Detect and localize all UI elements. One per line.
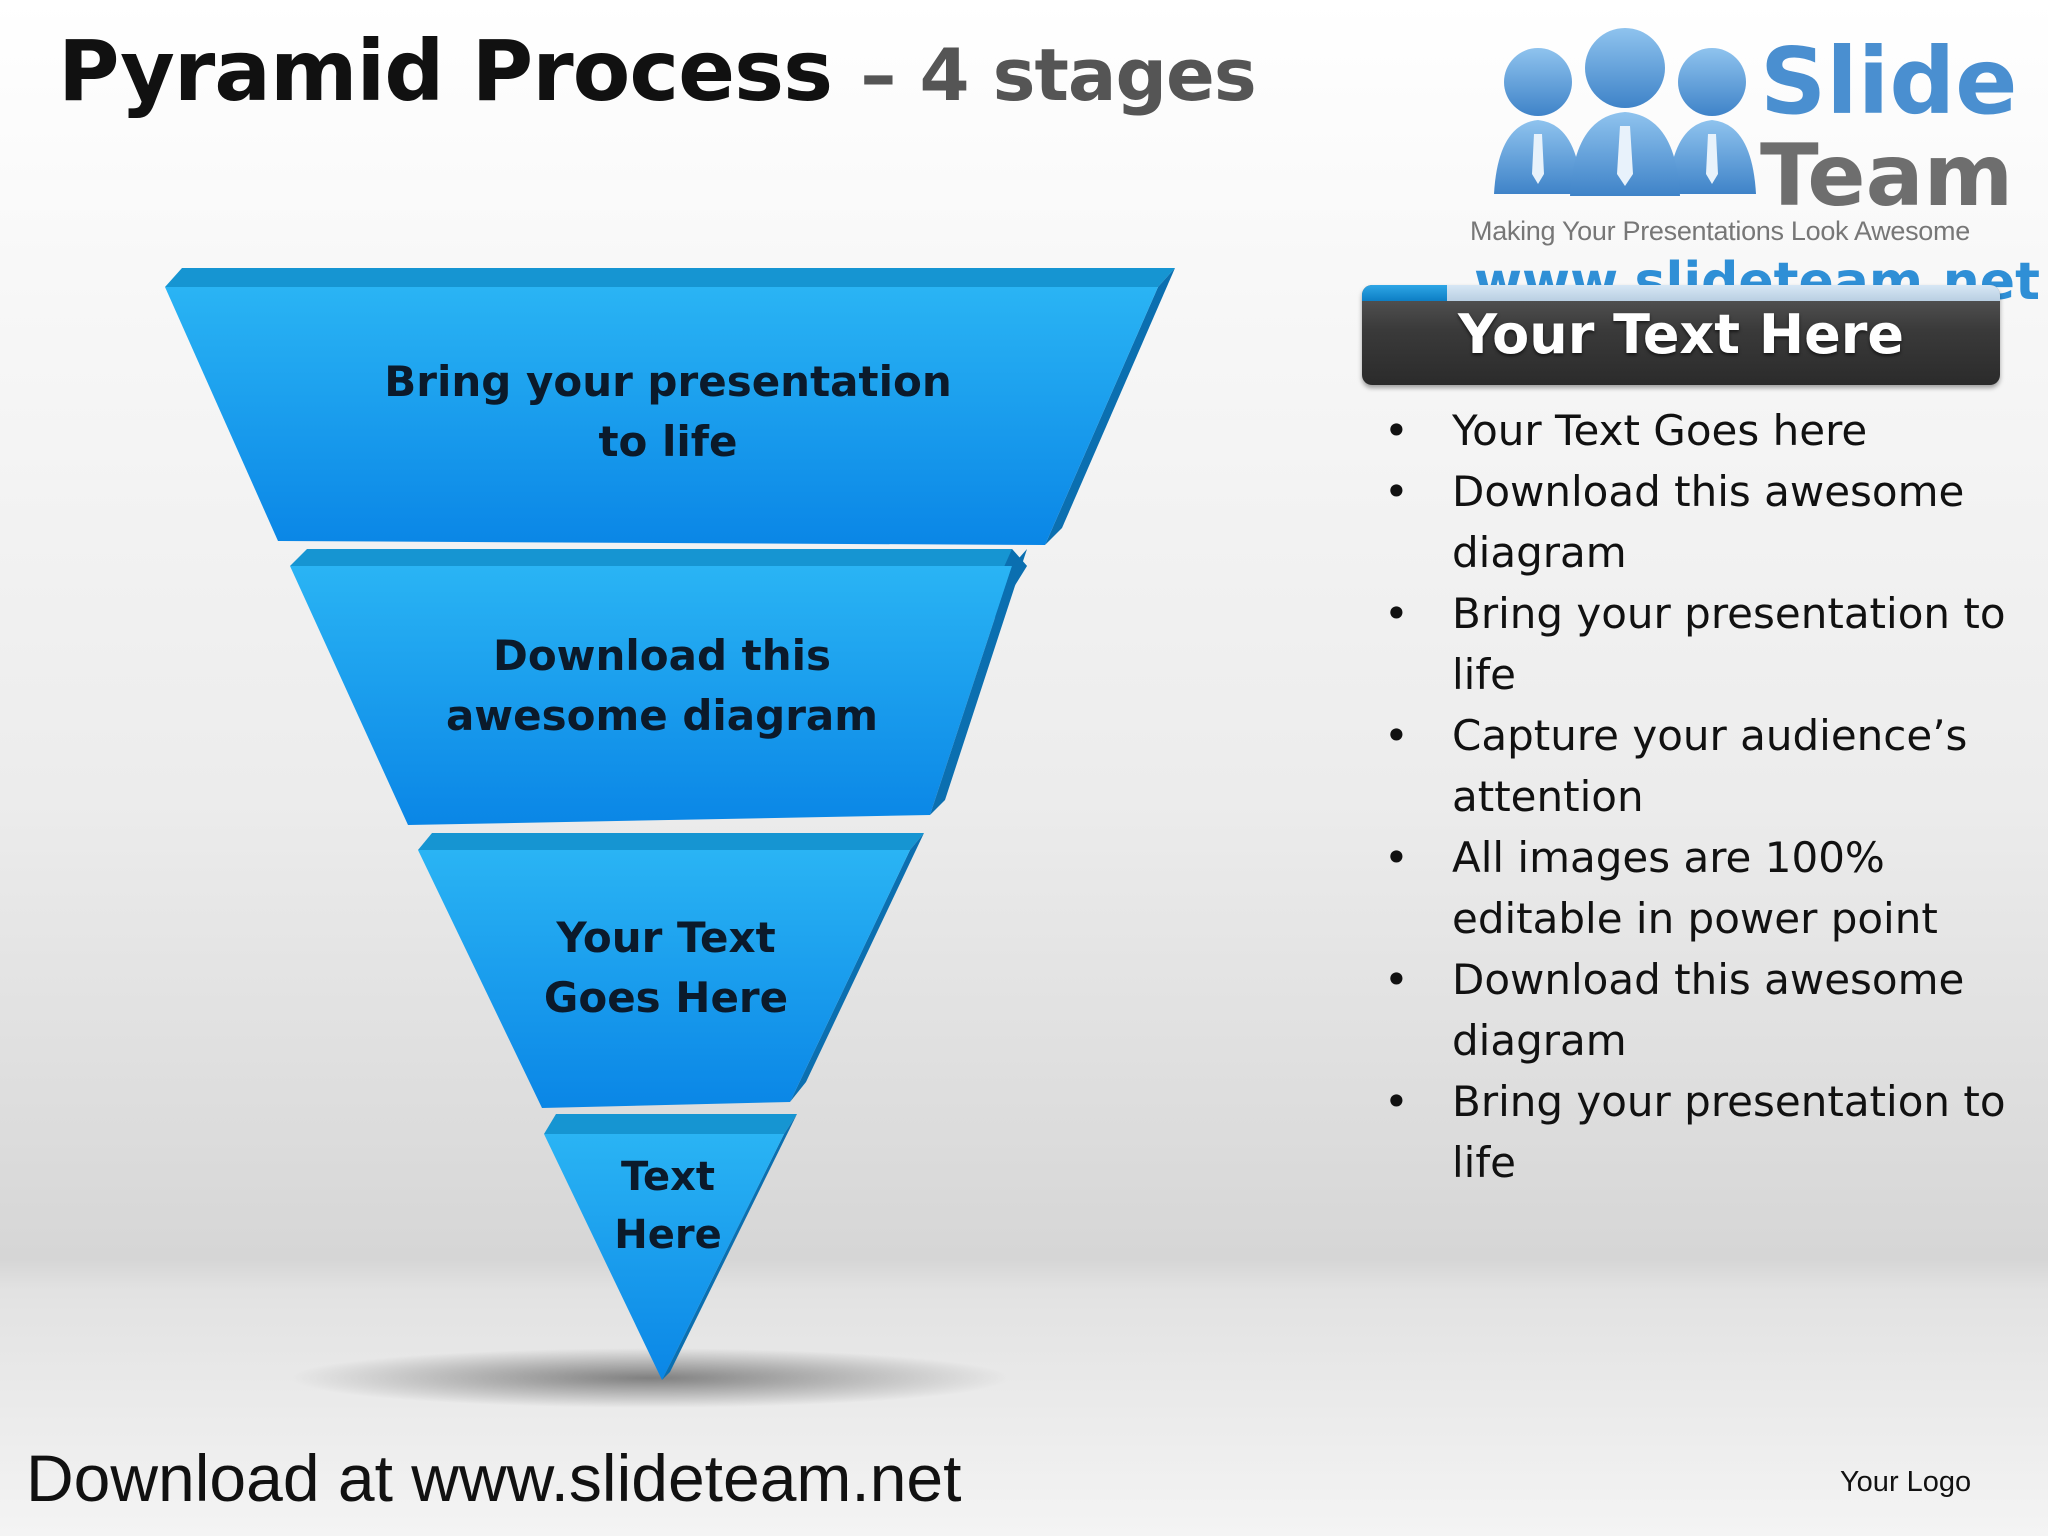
- pyramid-shadow: [290, 1348, 1010, 1408]
- slide-title-suffix: – 4 stages: [860, 33, 1256, 117]
- bullet-item: All images are 100% editable in power po…: [1372, 827, 2012, 949]
- bullet-item: Bring your presentation to life: [1372, 583, 2012, 705]
- logo-word-team: Team: [1760, 126, 2014, 226]
- logo-tagline: Making Your Presentations Look Awesome: [1470, 216, 1970, 246]
- footer-logo-placeholder: Your Logo: [1840, 1466, 1972, 1498]
- people-icon: [1494, 28, 1756, 196]
- slide-title: Pyramid Process – 4 stages: [58, 22, 1257, 120]
- bullet-item: Bring your presentation to life: [1372, 1071, 2012, 1193]
- bullet-item: Capture your audience’s attention: [1372, 705, 2012, 827]
- panel-header-accent: [1362, 285, 1447, 301]
- bullet-list: Your Text Goes here Download this awesom…: [1372, 400, 2012, 1193]
- stage-3-label: Your Text Goes Here: [543, 913, 789, 1022]
- bullet-item: Download this awesome diagram: [1372, 461, 2012, 583]
- bullet-item: Your Text Goes here: [1372, 400, 2012, 461]
- slide-title-main: Pyramid Process: [58, 22, 833, 120]
- stage-2-label: Download this awesome diagram: [445, 631, 879, 740]
- stage-4-label: Text Here: [614, 1154, 722, 1258]
- logo-word-slide: Slide: [1760, 28, 2018, 135]
- footer-download-link[interactable]: Download at www.slideteam.net: [26, 1441, 962, 1515]
- stage-1-label: Bring your presentation to life: [384, 357, 952, 466]
- bullet-item: Download this awesome diagram: [1372, 949, 2012, 1071]
- panel-header-highlight: [1447, 285, 2000, 301]
- slideteam-logo: Slide Team Making Your Presentations Loo…: [1470, 20, 2040, 312]
- panel-header: Your Text Here: [1362, 285, 2000, 385]
- panel-title: Your Text Here: [1458, 303, 1904, 366]
